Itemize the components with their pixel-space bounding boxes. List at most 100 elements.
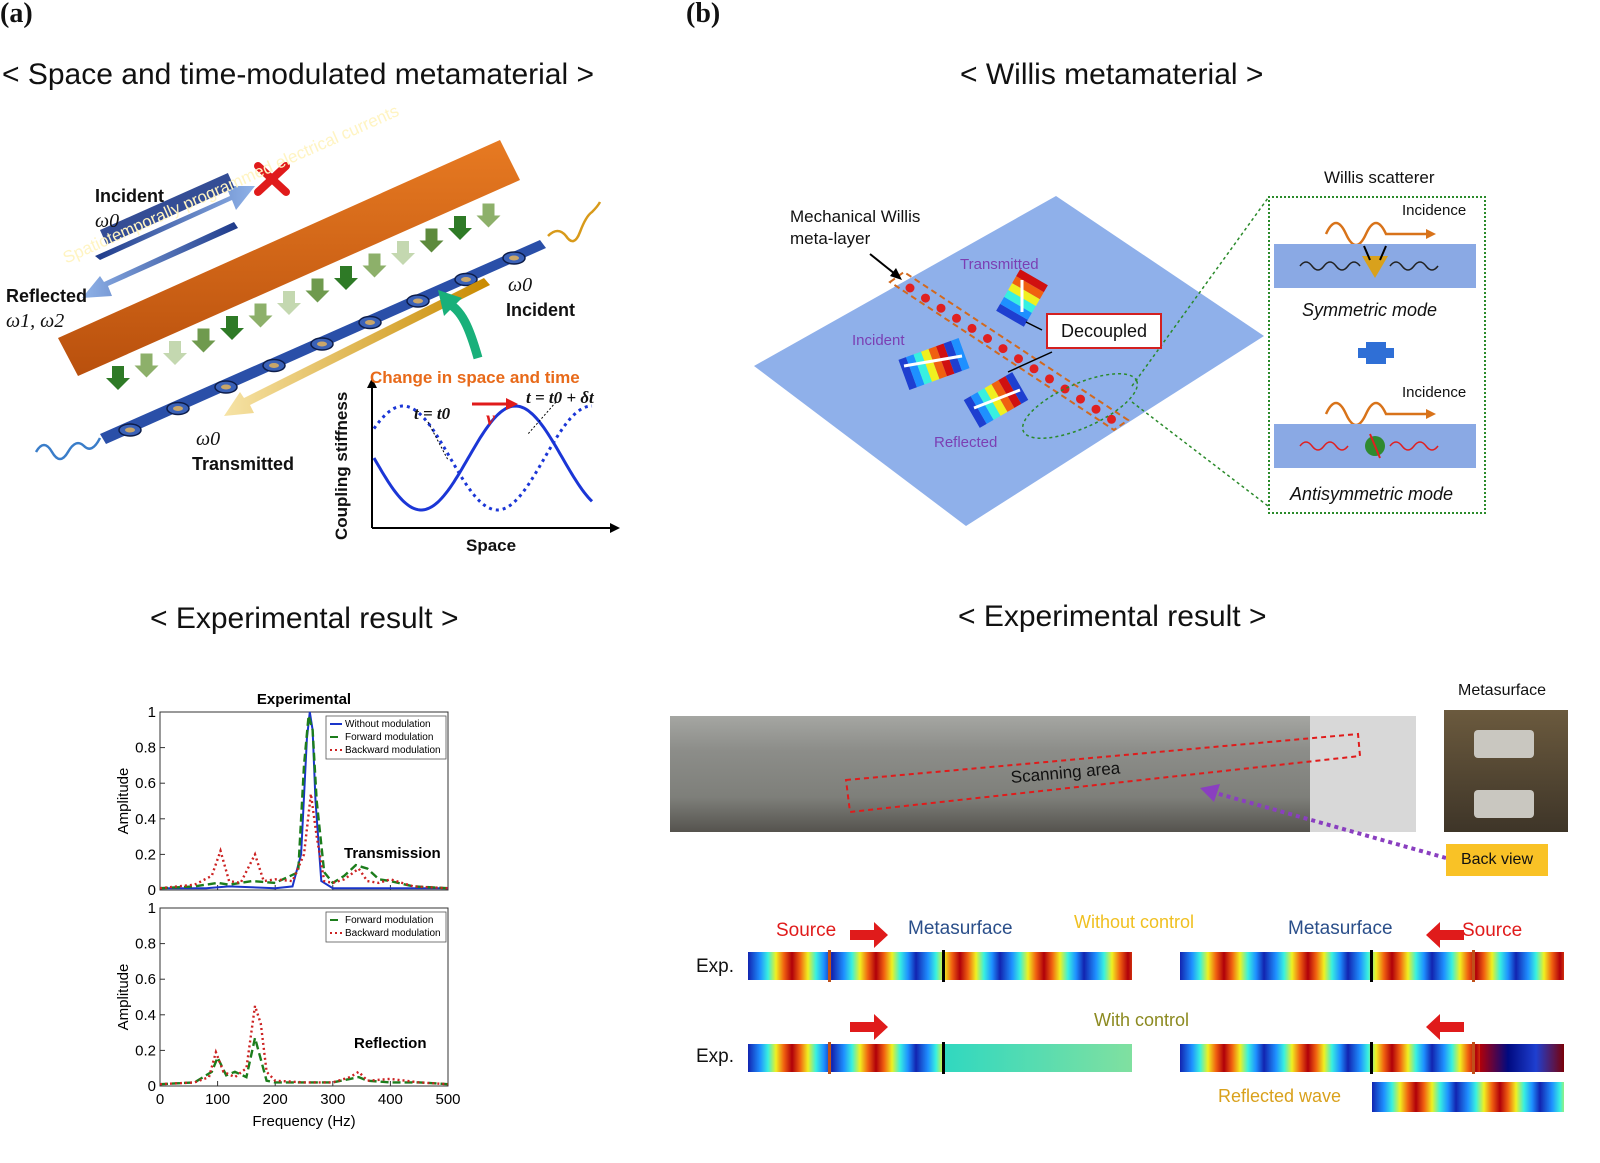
y-tick-label: 1 bbox=[148, 704, 156, 721]
x-tick-label: 0 bbox=[156, 1091, 164, 1108]
willis-scatterer-dot bbox=[1060, 384, 1070, 394]
current-arrow-icon bbox=[191, 328, 216, 353]
panel-b-title: < Willis metamaterial > bbox=[960, 58, 1264, 91]
willis-scatterer-dot bbox=[967, 323, 977, 333]
series-line bbox=[160, 711, 448, 890]
plate bbox=[754, 196, 1264, 526]
y-tick-label: 0.2 bbox=[135, 1042, 156, 1059]
legend-box bbox=[325, 715, 447, 760]
without-control-label: Without control bbox=[1074, 912, 1195, 932]
back-view-arrow bbox=[1200, 784, 1447, 860]
x-tick-label: 400 bbox=[378, 1091, 403, 1108]
source-right-label: Source bbox=[1462, 920, 1523, 941]
willis-scatterer-dot bbox=[1107, 414, 1116, 424]
reflected-wave-field bbox=[1372, 1082, 1564, 1112]
current-arrow-icon bbox=[248, 303, 273, 328]
incident-right-label: Incident bbox=[506, 300, 576, 320]
current-arrow-icon bbox=[220, 316, 244, 340]
stiffness-xlabel: Space bbox=[466, 536, 517, 555]
back-view-label: Back view bbox=[1446, 844, 1548, 876]
resonator-disc-center bbox=[509, 255, 519, 261]
willis-scatterer-dot bbox=[905, 283, 915, 293]
series-line bbox=[159, 793, 449, 890]
panel-b-label: (b) bbox=[686, 0, 721, 29]
legend-entry: Without modulation bbox=[345, 719, 431, 730]
resonator-disc-center bbox=[269, 363, 279, 368]
incidence-2-label: Incidence bbox=[1402, 384, 1467, 401]
stiffness-ylabel: Coupling stiffness bbox=[332, 391, 351, 540]
wave-field-3a bbox=[748, 1044, 944, 1072]
y-tick-label: 0.4 bbox=[135, 1007, 156, 1024]
willis-scatterer-dot bbox=[1014, 354, 1023, 364]
wave-field-3b bbox=[944, 1044, 1132, 1072]
arrow-right-icon bbox=[850, 922, 888, 948]
metasurface-marker bbox=[1370, 1042, 1373, 1074]
scatterer-modes bbox=[1274, 221, 1476, 468]
resonator-discs bbox=[118, 251, 526, 437]
symmetric-mode-label: Symmetric mode bbox=[1302, 300, 1438, 320]
panel-b-exp-title: < Experimental result > bbox=[958, 600, 1267, 633]
arrow-left-icon bbox=[1426, 1014, 1464, 1040]
arrow-right-icon bbox=[850, 1014, 888, 1040]
metasurface-marker bbox=[1370, 950, 1373, 982]
panel-a-exp-title: < Experimental result > bbox=[150, 602, 459, 635]
t0-dt-label: t = t0 + δt bbox=[526, 388, 594, 407]
with-control-label: With control bbox=[1094, 1010, 1190, 1030]
current-arrow-icon bbox=[476, 203, 501, 228]
reflected-arrow bbox=[82, 222, 238, 298]
current-arrow-icon bbox=[134, 353, 159, 378]
transmitted-arrow bbox=[224, 278, 490, 416]
chart-annotation: Transmission bbox=[344, 845, 441, 862]
wave-field-1 bbox=[748, 952, 1132, 980]
metasurface-photo-label: Metasurface bbox=[1458, 682, 1547, 699]
willis-scatterer-dot bbox=[1091, 404, 1101, 414]
current-arrow-icon bbox=[106, 366, 130, 390]
source-marker bbox=[1472, 1042, 1475, 1074]
resonator-disc-center bbox=[461, 277, 471, 282]
incidence-1-label: Incidence bbox=[1402, 202, 1467, 219]
current-arrows bbox=[106, 203, 501, 390]
y-tick-label: 0.6 bbox=[135, 971, 156, 988]
exp-1-label: Exp. bbox=[696, 956, 735, 977]
wave-field-4a bbox=[1180, 1044, 1480, 1072]
legend-entry: Backward modulation bbox=[345, 928, 441, 939]
incident-arrow bbox=[95, 186, 255, 260]
resonator-disc-center bbox=[317, 341, 327, 347]
y-axis-label: Amplitude bbox=[115, 768, 132, 835]
arrow-left-icon bbox=[1426, 922, 1464, 948]
x-tick-label: 100 bbox=[205, 1091, 230, 1108]
source-marker bbox=[828, 950, 831, 982]
reflected-wave-label: Reflected wave bbox=[1218, 1086, 1342, 1106]
reflected-label: Reflected bbox=[6, 286, 88, 306]
omega0-top-label: ω0 bbox=[95, 210, 120, 232]
current-arrow-icon bbox=[334, 266, 358, 290]
current-bar bbox=[58, 140, 520, 376]
metasurface-marker bbox=[942, 950, 945, 982]
modulated-metamaterial-diagram bbox=[34, 140, 602, 461]
metasurface-left-label: Metasurface bbox=[908, 918, 1013, 939]
legend-entry: Backward modulation bbox=[345, 745, 441, 756]
resonator-disc-center bbox=[413, 298, 423, 304]
incident-b-label: Incident bbox=[852, 332, 905, 349]
resonator-disc-center bbox=[125, 427, 135, 433]
y-tick-label: 0.2 bbox=[135, 846, 156, 863]
input-wave-icon bbox=[34, 437, 102, 461]
willis-plate-diagram bbox=[754, 196, 1269, 526]
blocked-x-icon bbox=[254, 162, 290, 196]
antisymmetric-mode-label: Antisymmetric mode bbox=[1290, 484, 1454, 504]
x-tick-label: 300 bbox=[320, 1091, 345, 1108]
curved-arrow-icon bbox=[443, 297, 483, 360]
omega0-bottom-label: ω0 bbox=[196, 428, 221, 450]
series-line bbox=[159, 1037, 449, 1086]
plot-frame-0 bbox=[159, 711, 449, 891]
willis-scatterer-dot bbox=[1029, 364, 1039, 374]
willis-scatterer-dot bbox=[983, 334, 992, 343]
legend-entry: Forward modulation bbox=[345, 915, 433, 926]
x-tick-label: 200 bbox=[263, 1091, 288, 1108]
source-marker bbox=[1472, 950, 1475, 982]
y-tick-label: 0 bbox=[148, 1078, 156, 1095]
change-label: Change in space and time bbox=[370, 368, 580, 387]
velocity-label: v bbox=[486, 408, 495, 430]
current-arrow-icon bbox=[362, 253, 387, 278]
metasurface-marker bbox=[942, 1042, 945, 1074]
